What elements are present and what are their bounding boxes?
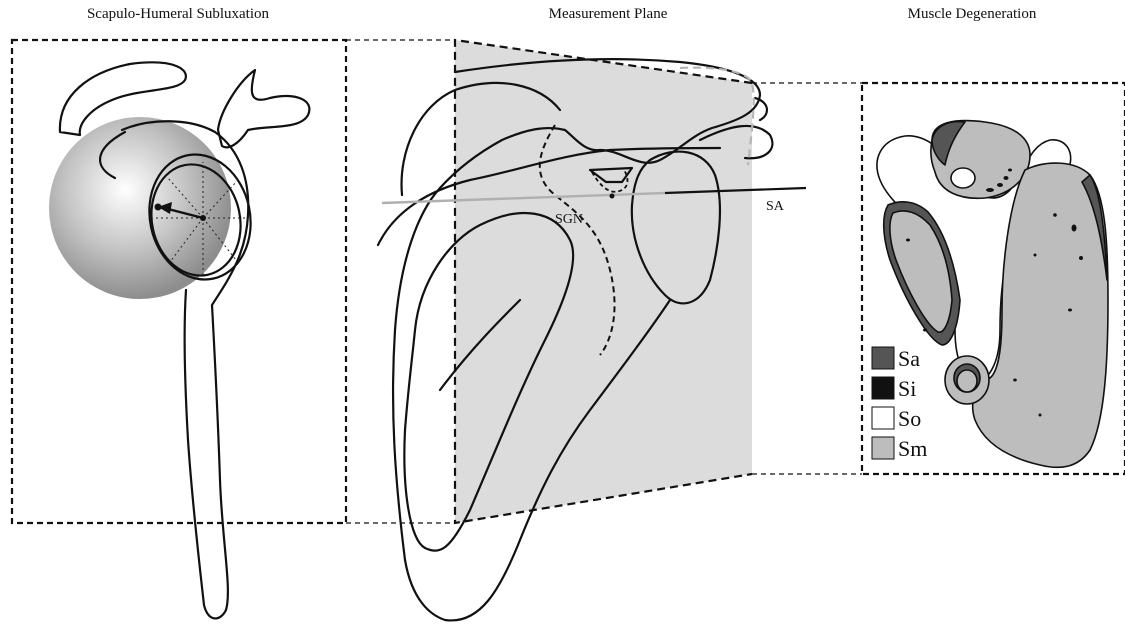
legend-label-so: So xyxy=(898,406,921,431)
legend-swatch-so xyxy=(872,407,894,429)
subluxation-illustration xyxy=(49,62,309,618)
sa-label: SA xyxy=(766,199,785,214)
sgn-label: SGN xyxy=(555,212,583,227)
humeral-head-sphere xyxy=(49,117,231,299)
legend-label-sa: Sa xyxy=(898,346,920,371)
legend-swatch-si xyxy=(872,377,894,399)
legend: Sa Si So Sm xyxy=(872,346,927,461)
legend-label-si: Si xyxy=(898,376,916,401)
measurement-plane xyxy=(455,40,752,523)
legend-swatch-sa xyxy=(872,347,894,369)
legend-swatch-sm xyxy=(872,437,894,459)
legend-label-sm: Sm xyxy=(898,436,927,461)
